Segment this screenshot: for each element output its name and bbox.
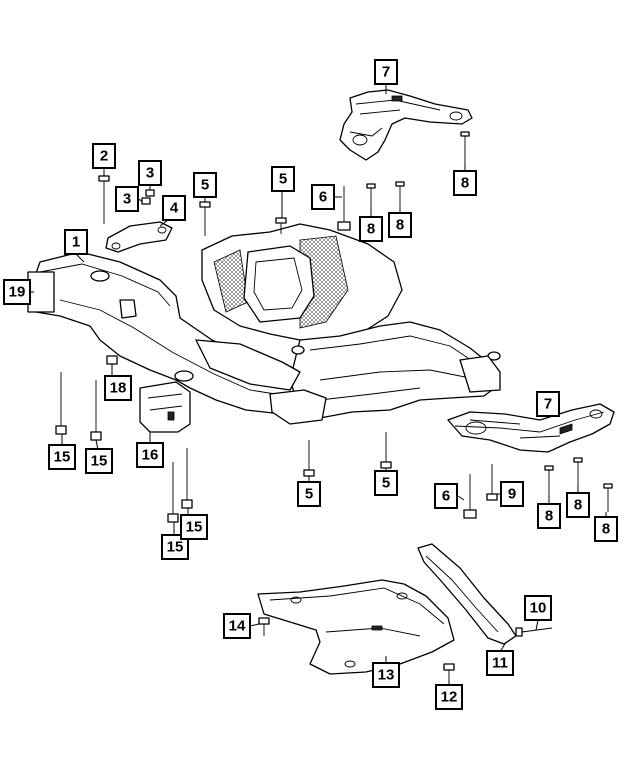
callout: 15 bbox=[85, 448, 113, 474]
callout-label: 5 bbox=[201, 177, 209, 194]
bracket-upper bbox=[339, 89, 473, 161]
callout: 9 bbox=[500, 481, 524, 507]
callout: 15 bbox=[180, 514, 208, 540]
callout-label: 4 bbox=[170, 200, 179, 217]
callout: 12 bbox=[435, 684, 463, 710]
bracket-lower bbox=[447, 403, 615, 453]
callout: 19 bbox=[3, 279, 31, 305]
callout: 8 bbox=[537, 503, 561, 529]
callout-label: 7 bbox=[544, 396, 552, 413]
callout: 6 bbox=[434, 483, 458, 509]
callout-label: 15 bbox=[54, 449, 71, 466]
callout: 13 bbox=[372, 662, 400, 688]
callout-label: 1 bbox=[72, 234, 80, 251]
callout-label: 5 bbox=[382, 475, 390, 492]
callout-label: 8 bbox=[367, 221, 375, 238]
callout-label: 14 bbox=[229, 618, 246, 635]
callout-label: 8 bbox=[396, 217, 404, 234]
callout-label: 8 bbox=[602, 521, 610, 538]
callout-label: 19 bbox=[9, 284, 26, 301]
callout: 7 bbox=[374, 59, 398, 85]
callout-label: 7 bbox=[382, 64, 390, 81]
callout-label: 15 bbox=[186, 519, 203, 536]
callout: 14 bbox=[223, 613, 251, 639]
skid-plate-13 bbox=[257, 579, 455, 675]
callout-label: 3 bbox=[123, 191, 131, 208]
callout: 5 bbox=[297, 481, 321, 507]
callout-label: 8 bbox=[574, 497, 582, 514]
callout-label: 12 bbox=[441, 689, 458, 706]
callout: 7 bbox=[536, 391, 560, 417]
callout: 6 bbox=[311, 184, 335, 210]
subframe-main bbox=[27, 223, 501, 433]
callout: 8 bbox=[453, 170, 477, 196]
callout-label: 18 bbox=[110, 380, 127, 397]
callout: 15 bbox=[48, 444, 76, 470]
callout: 8 bbox=[388, 212, 412, 238]
callout-label: 3 bbox=[146, 165, 154, 182]
callout-label: 16 bbox=[142, 447, 159, 464]
link-4 bbox=[105, 221, 173, 253]
rail-11 bbox=[417, 543, 517, 645]
callout-label: 5 bbox=[279, 171, 287, 188]
callout-label: 8 bbox=[545, 508, 553, 525]
callout: 4 bbox=[162, 195, 186, 221]
callout-label: 15 bbox=[167, 539, 184, 556]
callout: 2 bbox=[92, 143, 116, 169]
callout: 18 bbox=[104, 375, 132, 401]
callout: 10 bbox=[524, 595, 552, 621]
callout-label: 2 bbox=[100, 148, 108, 165]
callout-label: 5 bbox=[305, 486, 313, 503]
callout-label: 13 bbox=[378, 667, 395, 684]
callout-label: 10 bbox=[530, 600, 547, 617]
callout-label: 8 bbox=[461, 175, 469, 192]
callout-label: 15 bbox=[91, 453, 108, 470]
callout: 3 bbox=[115, 186, 139, 212]
callout: 8 bbox=[359, 216, 383, 242]
callout: 5 bbox=[374, 470, 398, 496]
callout: 1 bbox=[64, 229, 88, 255]
callout: 3 bbox=[138, 160, 162, 186]
callout-label: 11 bbox=[492, 655, 508, 672]
callout: 8 bbox=[566, 492, 590, 518]
callout: 16 bbox=[136, 442, 164, 468]
callout: 8 bbox=[594, 516, 618, 542]
callout-label: 6 bbox=[319, 189, 327, 206]
callout: 5 bbox=[193, 172, 217, 198]
fasteners bbox=[55, 131, 613, 680]
callout-label: 9 bbox=[508, 486, 516, 503]
callout: 11 bbox=[486, 650, 514, 676]
callout-label: 6 bbox=[442, 488, 450, 505]
callout: 5 bbox=[271, 166, 295, 192]
